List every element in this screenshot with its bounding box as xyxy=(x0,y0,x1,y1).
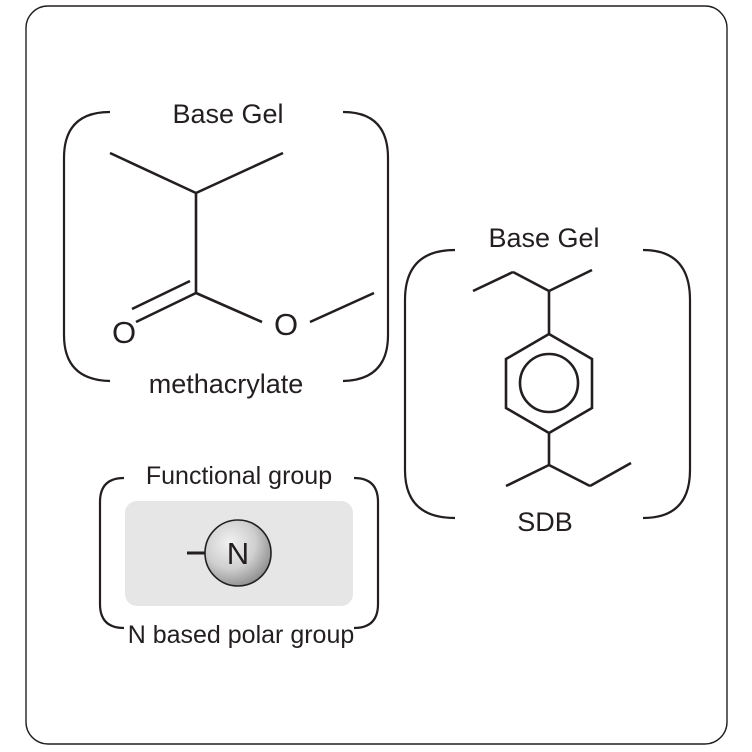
methacrylate-bracket-left xyxy=(62,110,111,383)
sdb-title: Base Gel xyxy=(488,223,599,253)
methacrylate-caption: methacrylate xyxy=(149,369,304,399)
bond-carbonyl-inner xyxy=(131,279,191,311)
bond-methyl-left xyxy=(109,151,197,195)
functional-group-title: Functional group xyxy=(146,462,332,490)
sdb-structure xyxy=(472,268,632,488)
n-atom-label: N xyxy=(227,536,249,571)
methacrylate-title: Base Gel xyxy=(172,99,283,129)
functional-group-caption: N based polar group xyxy=(128,621,355,649)
sdb-bottom-left xyxy=(505,463,550,488)
n-atom-sphere xyxy=(204,519,272,587)
bond-ester-o xyxy=(195,291,263,324)
ester-oxygen-label: O xyxy=(274,307,298,342)
sdb-top-ch2 xyxy=(512,270,550,293)
bond-carbonyl-outer xyxy=(135,291,197,324)
methacrylate-panel: Base Gel methacrylate O O xyxy=(62,99,390,399)
functional-bracket-left xyxy=(98,476,125,630)
sdb-bottom-ch2 xyxy=(548,463,591,488)
functional-bracket-right xyxy=(353,476,380,630)
sdb-top-end xyxy=(472,270,514,293)
sdb-top-right xyxy=(548,268,593,293)
sdb-bottom-end xyxy=(589,461,632,488)
sdb-bracket-left xyxy=(403,248,456,520)
methacrylate-structure xyxy=(109,151,375,324)
methacrylate-bracket-right xyxy=(342,110,390,383)
sdb-panel: Base Gel SDB xyxy=(403,223,692,537)
bond-methyl-right xyxy=(195,151,284,195)
carbonyl-oxygen-label: O xyxy=(112,315,136,350)
sdb-caption: SDB xyxy=(517,507,573,537)
bond-o-methyl xyxy=(309,291,375,324)
functional-group-panel: Functional group N based polar group N xyxy=(98,462,380,649)
sdb-bracket-right xyxy=(642,248,692,520)
benzene-aromatic-circle xyxy=(518,352,580,414)
